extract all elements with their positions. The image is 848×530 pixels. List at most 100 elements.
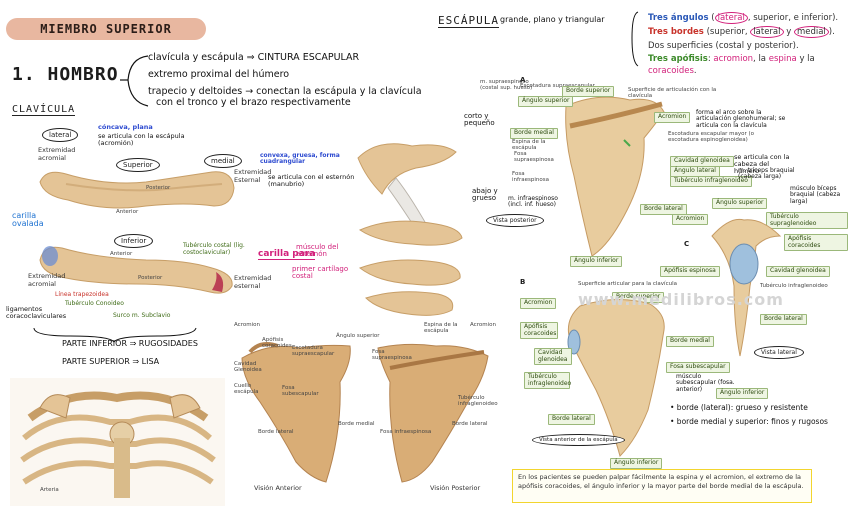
angulos-lateral: lateral bbox=[714, 12, 748, 24]
bordes-text-3: ). bbox=[828, 27, 835, 37]
apofisis-text-1: : bbox=[707, 54, 714, 64]
vista-posterior-pill: Vista posterior bbox=[486, 214, 544, 227]
angulo-inferior-a-label: Ángulo inferior bbox=[570, 256, 623, 267]
angulos-text-1: ( bbox=[708, 13, 715, 23]
largo-grueso-note: abajo y grueso bbox=[472, 187, 498, 203]
carilla-para-note: carilla para bbox=[258, 249, 316, 261]
surco-subclavio-label: Surco m. Subclavio bbox=[113, 312, 171, 319]
fosa-subescapular-label: Fosa subescapular bbox=[666, 362, 730, 373]
thorax-image bbox=[10, 378, 225, 506]
borde-lateral-c-label: Borde lateral bbox=[760, 314, 807, 325]
thorax-arteria-label: Arteria bbox=[40, 487, 59, 493]
acromion-label-right: Acromion bbox=[470, 322, 496, 328]
clavicle-inferior-image bbox=[39, 246, 233, 294]
vista-lateral-pill: Vista lateral bbox=[754, 346, 804, 359]
extremidad-esternal-label-2: Extremidad esternal bbox=[234, 274, 272, 290]
clavicle-superior-image bbox=[39, 171, 235, 209]
apofisis-text-4: . bbox=[693, 66, 697, 77]
bordes-lateral: lateral bbox=[750, 26, 784, 38]
forma-arco-note: forma el arco sobre la articulación glen… bbox=[696, 109, 786, 129]
fosa-infraespinosa-a-label: Fosa infraespinosa bbox=[512, 171, 549, 183]
cavidad-glenoidea-b-label: Cavidad glenoidea bbox=[534, 348, 572, 366]
acromion-c-label: Acromion bbox=[672, 214, 709, 225]
angulos-label: Tres ángulos bbox=[648, 13, 709, 23]
medial-pill: medial bbox=[204, 154, 242, 168]
carilla-ovalada-note: carilla ovalada bbox=[12, 211, 44, 229]
escapula-info-apofisis: Tres apófisis: acromion, la espina y la … bbox=[648, 53, 848, 78]
tuberculo-supra-c-label: Tubérculo supraglenoideo bbox=[766, 212, 848, 230]
escotadura-supra-a-label: Escotadura supraescapular bbox=[520, 83, 595, 89]
tuberculo-costal-label: Tubérculo costal (lig. costoclavicular) bbox=[183, 242, 245, 256]
figure-letter-a: A bbox=[520, 76, 526, 84]
lateral-pill: lateral bbox=[42, 128, 79, 142]
angulo-lateral-a-label: Ángulo lateral bbox=[670, 166, 720, 177]
linea-trapezoidea-label: Línea trapezoidea bbox=[55, 291, 109, 298]
fosa-supraespinosa-a-label: Fosa supraespinosa bbox=[514, 151, 554, 163]
superficie-articular-b-label: Superficie articular para la clavícula bbox=[578, 281, 677, 287]
tuberculo-infra-center-label: Tubérculo infraglenoideo bbox=[458, 395, 498, 407]
clavicle-views-image bbox=[357, 143, 463, 316]
angulo-inferior-b2-label: Ángulo inferior bbox=[610, 458, 663, 469]
cuello-escapula-center-label: Cuello escápula bbox=[234, 383, 259, 395]
musculo-biceps-note: músculo bíceps braquial (cabeza larga) bbox=[790, 185, 841, 205]
bordes-text-2: y bbox=[783, 27, 794, 37]
parte-inferior-note: PARTE INFERIOR ⇒ RUGOSIDADES bbox=[62, 339, 198, 348]
extremidad-esternal-label: Extremidad Esternal bbox=[234, 168, 272, 184]
angulo-superior-a-label: Ángulo superior bbox=[518, 96, 574, 107]
cavidad-glenoidea-c-label: Cavidad glenoidea bbox=[766, 266, 830, 277]
inferior-pill: Inferior bbox=[114, 234, 154, 248]
apofisis-coracoides-center-label: Apófisis coracoides bbox=[262, 337, 292, 349]
vista-anterior-pill: Vista anterior de la escápula bbox=[532, 434, 625, 446]
m-infraespinoso-note: m. infraespinoso (incl. inf. hueso) bbox=[508, 195, 558, 209]
extremidad-acromial-label-2: Extremidad acromial bbox=[28, 272, 66, 288]
figure-letter-c: C bbox=[684, 240, 690, 248]
se-articula-humero-note: se articula con la cabeza del húmero bbox=[734, 153, 790, 175]
borde-medial-note: • borde medial y superior: finos y rugos… bbox=[670, 417, 828, 426]
superior-pill: Superior bbox=[116, 158, 160, 172]
primer-cartilago-note: primer cartílago costal bbox=[292, 265, 349, 281]
lateral-note: se articula con la escápula (acromión) bbox=[98, 132, 185, 147]
apofisis-text-3: y la bbox=[796, 54, 815, 64]
anterior-label-2: Anterior bbox=[110, 251, 133, 257]
angulo-superior-center-label: Ángulo superior bbox=[336, 333, 380, 339]
vision-posterior-label: Visión Posterior bbox=[430, 484, 481, 492]
escapula-info-angulos: Tres ángulos (lateral, superior, e infer… bbox=[648, 12, 848, 24]
apofisis-coracoides-b-label: Apófisis coracoides bbox=[520, 322, 558, 340]
brace-escapula-icon bbox=[631, 11, 639, 67]
tuberculo-infra-c-label: Tubérculo infraglenoideo bbox=[760, 283, 828, 289]
apofisis-espina: espina bbox=[768, 54, 797, 64]
tuberculo-infra-b-label: Tubérculo infraglenoideo bbox=[524, 372, 571, 390]
escotadura-center-label: Escotadura supraescapular bbox=[292, 345, 335, 357]
espina-escapula-center-label: Espina de la escápula bbox=[424, 322, 458, 334]
extremidad-acromial-label: Extremidad acromial bbox=[38, 146, 76, 162]
borde-lateral-b-label: Borde lateral bbox=[548, 414, 595, 425]
footer-clinical-note: En los pacientes se pueden palpar fácilm… bbox=[512, 469, 812, 503]
tuberculo-conoideo-label: Tubérculo Conoideo bbox=[65, 300, 124, 307]
medial-note: se articula con el esternón (manubrio) bbox=[268, 173, 355, 188]
apofisis-acromion: acromion bbox=[713, 54, 754, 64]
musculo-subescapular-note: músculo subescapular (fosa. anterior) bbox=[676, 373, 735, 393]
escapula-description: grande, plano y triangular bbox=[500, 15, 605, 24]
vision-anterior-label: Visión Anterior bbox=[254, 484, 302, 492]
borde-medial-b-label: Borde medial bbox=[666, 336, 714, 347]
section-heading-hombro: 1. HOMBRO bbox=[12, 64, 119, 85]
watermark: www.medilibros.com bbox=[578, 290, 784, 309]
hombro-bullet-1: clavícula y escápula ⇒ CINTURA ESCAPULAR bbox=[148, 52, 360, 63]
m-triceps-note: m. tríceps braquial (cabeza larga) bbox=[738, 167, 795, 181]
fosa-infraespinosa-center-label: Fosa infraespinosa bbox=[380, 429, 432, 435]
angulo-superior-c-label: Ángulo superior bbox=[712, 198, 768, 209]
scapula-posterior-image bbox=[565, 96, 665, 257]
apofisis-label: Tres apófisis bbox=[648, 54, 708, 64]
brace-icon bbox=[120, 55, 149, 107]
superficie-articulacion-label: Superficie de articulación con la clavíc… bbox=[628, 87, 717, 99]
anterior-label: Anterior bbox=[116, 209, 139, 215]
brace-horizontal-icon bbox=[33, 327, 197, 343]
escapula-info-superficies: Dos superficies (costal y posterior). bbox=[648, 41, 799, 51]
hombro-bullet-3: trapecio y deltoides → conectan la escáp… bbox=[148, 86, 422, 97]
hombro-bullet-4: con el tronco y el brazo respectivamente bbox=[156, 97, 351, 108]
cavidad-glenoidea-a-label: Cavidad glenoidea bbox=[670, 156, 734, 167]
m-supraespinoso-note: m. supraespinoso (costal sup. hueso) bbox=[480, 79, 533, 91]
scapula-lateral-image bbox=[711, 218, 782, 357]
escapula-info-bordes: Tres bordes (superior, lateral y medial)… bbox=[648, 26, 848, 38]
lateral-note-shape: cóncava, plana bbox=[98, 123, 153, 131]
